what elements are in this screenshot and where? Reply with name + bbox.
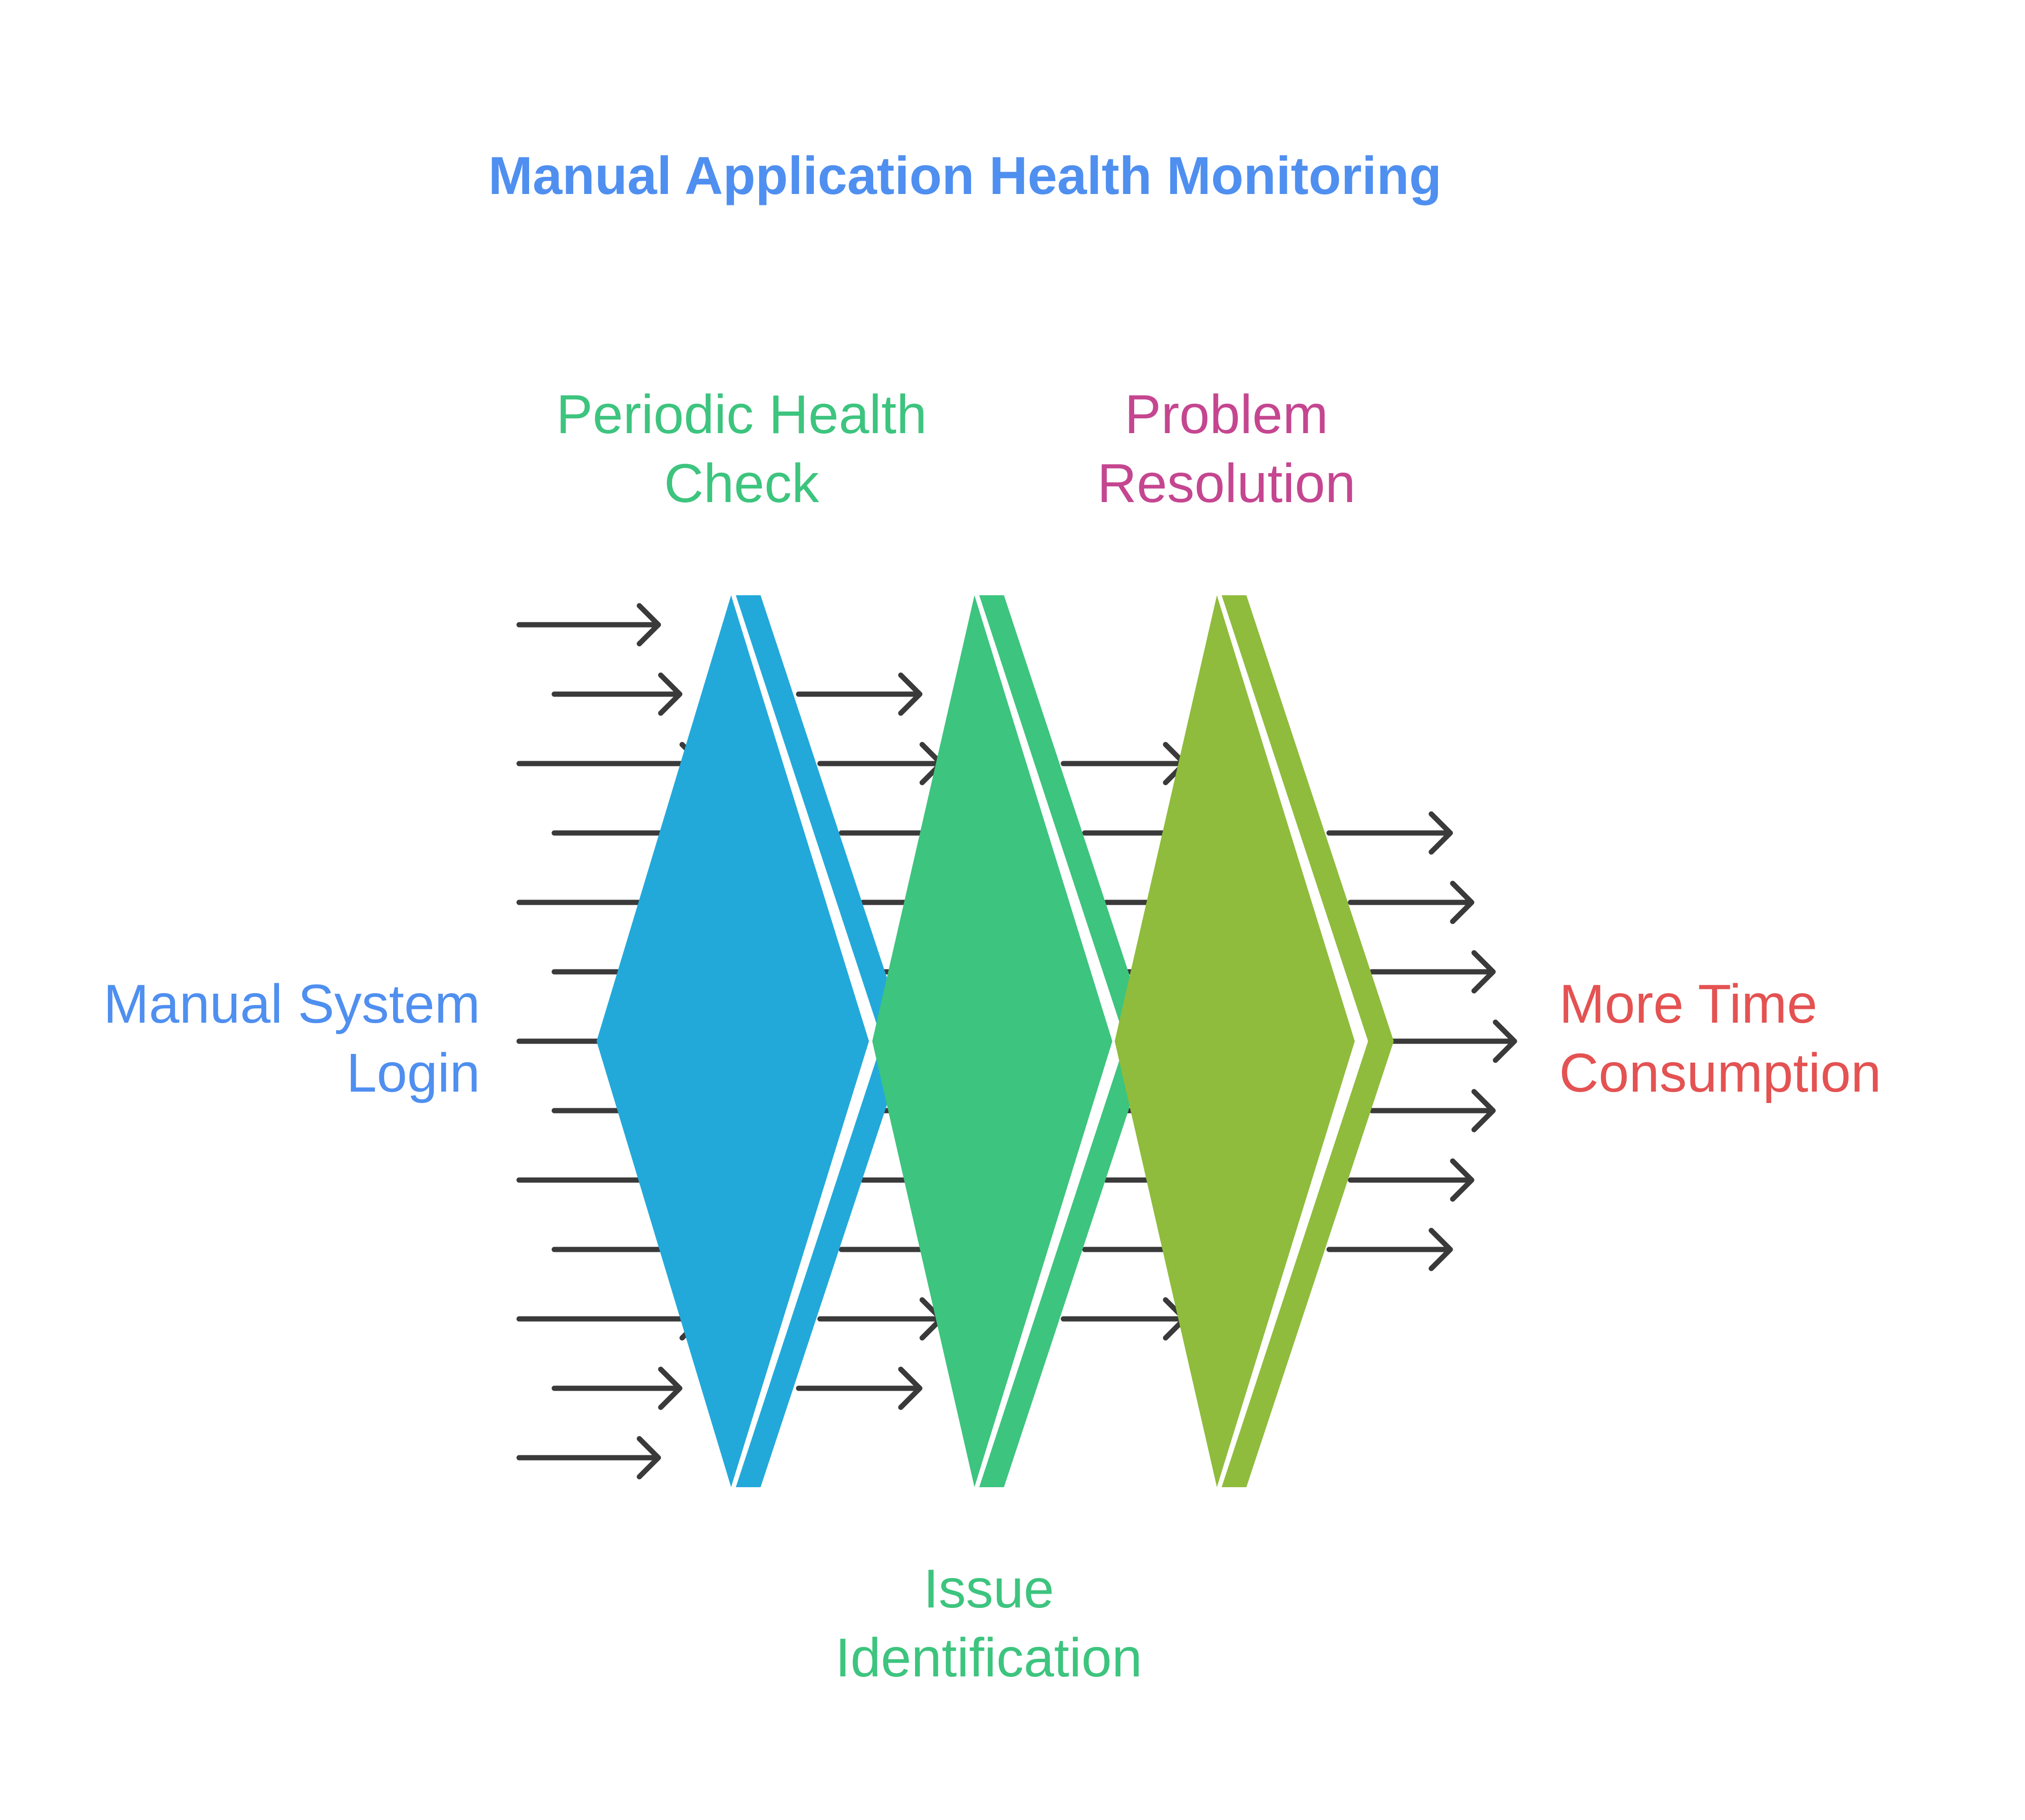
stage-label-line: Check — [664, 453, 819, 514]
flow-arrow — [516, 1436, 661, 1480]
flow-arrow-head — [636, 603, 661, 647]
flow-arrow — [817, 742, 944, 785]
flow-arrow-head — [898, 1366, 923, 1410]
flow-arrow — [551, 672, 683, 716]
chevron-body — [597, 595, 869, 1487]
stage-label-line: Problem — [1124, 384, 1329, 445]
stage-label-line: Resolution — [1097, 453, 1356, 514]
stage-label-line: Login — [346, 1043, 480, 1104]
stage-label-line: Consumption — [1559, 1043, 1881, 1104]
flow-arrow — [551, 1366, 683, 1410]
flow-arrow — [1326, 811, 1453, 855]
flow-arrow — [1390, 1019, 1517, 1063]
flow-arrow-head — [1450, 1158, 1475, 1202]
flow-arrow — [796, 672, 923, 716]
stage-label-periodic-health-check: Periodic Health Check — [542, 380, 941, 518]
flow-arrow-head — [1471, 1089, 1496, 1133]
flow-arrow — [1061, 742, 1187, 785]
flow-arrow — [516, 1297, 704, 1341]
stage-label-line: Identification — [835, 1627, 1142, 1688]
flow-arrow-head — [1471, 950, 1496, 994]
stage-label-issue-identification: Issue Identification — [784, 1555, 1193, 1693]
chevron-body — [872, 595, 1112, 1487]
flow-arrow-head — [1450, 881, 1475, 924]
stage-label-line: Periodic Health — [556, 384, 927, 445]
flow-arrow — [516, 742, 704, 785]
diagram-title: Manual Application Health Monitoring — [488, 146, 1442, 205]
flow-arrow — [796, 1366, 923, 1410]
flow-arrow — [1061, 1297, 1187, 1341]
stage-chevron-periodic-health-check — [597, 595, 908, 1487]
stage-label-line: Issue — [923, 1559, 1054, 1619]
flow-arrow — [1369, 1089, 1496, 1133]
flow-arrow — [817, 1297, 944, 1341]
stage-chevron-problem-resolution — [1115, 595, 1394, 1487]
stage-chevron-issue-identification — [872, 595, 1151, 1487]
flow-arrow-head — [658, 1366, 683, 1410]
stage-label-line: More Time — [1559, 974, 1818, 1035]
flow-arrow-head — [898, 672, 923, 716]
flow-arrow-head — [1493, 1019, 1517, 1063]
flow-arrow — [516, 603, 661, 647]
chevron-body — [1115, 595, 1355, 1487]
flow-arrow-head — [636, 1436, 661, 1480]
stage-label-more-time-consumption: More Time Consumption — [1559, 970, 1987, 1108]
flow-arrow-head — [658, 672, 683, 716]
flow-arrow-head — [1428, 1228, 1453, 1271]
flow-arrow-head — [1428, 811, 1453, 855]
flow-arrow — [1369, 950, 1496, 994]
stage-label-problem-resolution: Problem Resolution — [1074, 380, 1379, 518]
flow-arrow — [1348, 881, 1475, 924]
flow-arrow — [1348, 1158, 1475, 1202]
flow-arrow — [1326, 1228, 1453, 1271]
stage-label-line: Manual System — [103, 974, 480, 1035]
stage-label-manual-login: Manual System Login — [48, 970, 480, 1108]
chevrons-group — [597, 595, 1394, 1487]
